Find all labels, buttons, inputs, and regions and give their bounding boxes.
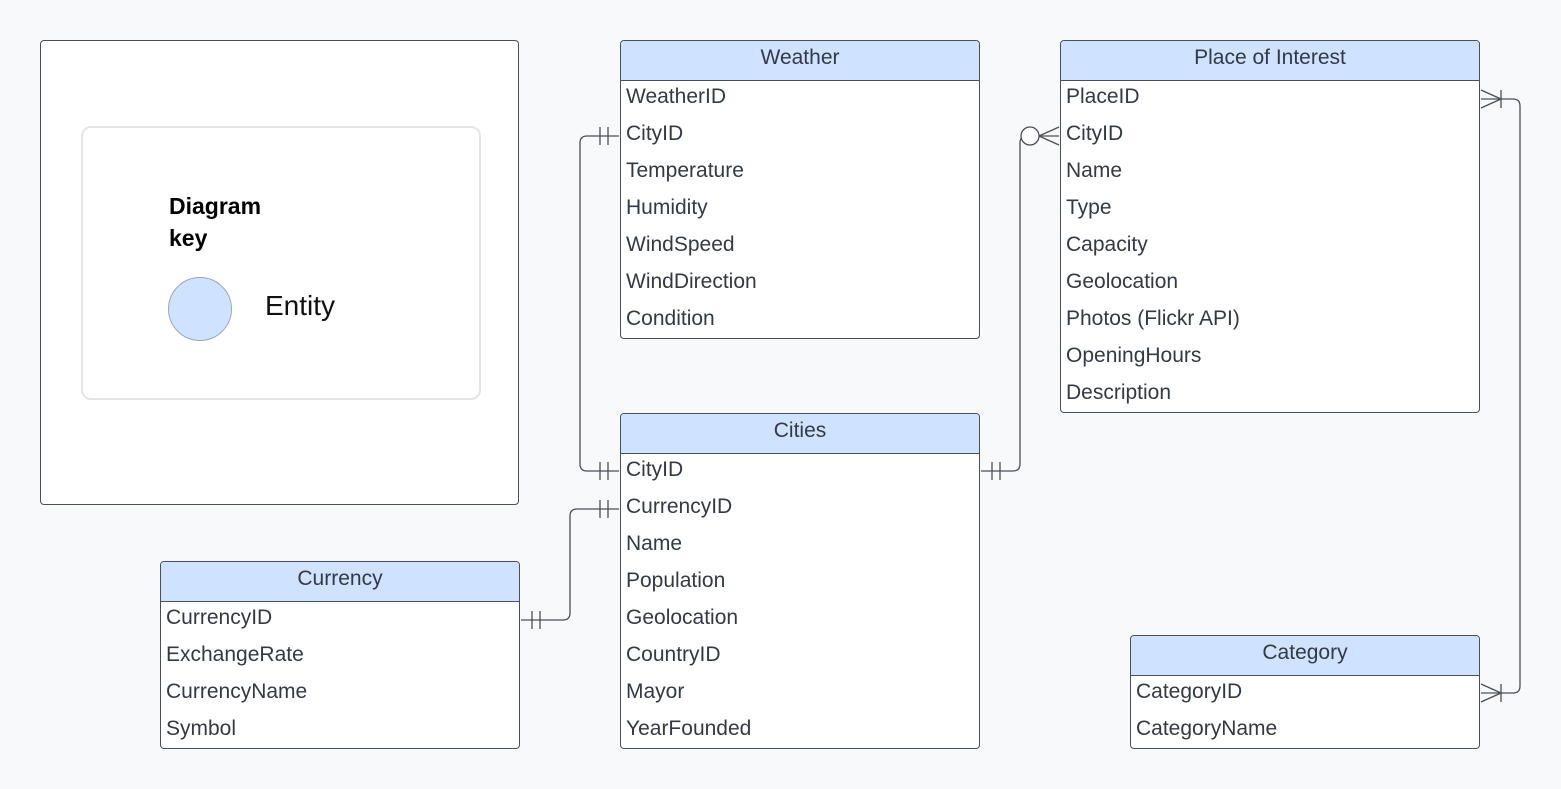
relationship-weather-cities[interactable] — [579, 127, 619, 480]
relationship-place-of-interest-category[interactable] — [1480, 89, 1521, 703]
attribute-row: WeatherID — [626, 85, 726, 108]
attribute-row: CategoryName — [1136, 717, 1278, 740]
attribute-row: CurrencyID — [626, 495, 733, 518]
diagram-key-title: Diagram key — [169, 193, 262, 251]
diagram-key-box: Diagram key Entity — [81, 126, 481, 400]
entity-header: Cities — [621, 414, 979, 454]
entity-header: Currency — [161, 562, 519, 602]
entity-currency[interactable]: Currency CurrencyID ExchangeRate Currenc… — [160, 561, 520, 749]
attribute-row: YearFounded — [626, 717, 752, 740]
attribute-row: OpeningHours — [1066, 344, 1202, 367]
attribute-row: CurrencyID — [166, 606, 273, 629]
entity-cities[interactable]: Cities CityID CurrencyID Name Population… — [620, 413, 980, 749]
entity-place-of-interest[interactable]: Place of Interest PlaceID CityID Name Ty… — [1060, 40, 1480, 413]
attribute-row: WindDirection — [626, 270, 757, 293]
attribute-row: Name — [626, 532, 683, 555]
attribute-row: Mayor — [626, 680, 685, 703]
attribute-row: Condition — [626, 307, 715, 330]
attribute-row: Population — [626, 569, 726, 592]
attribute-row: Name — [1066, 159, 1123, 182]
relationship-cities-place-of-interest[interactable] — [981, 126, 1060, 480]
entity-header: Category — [1131, 636, 1479, 676]
attribute-row: CurrencyName — [166, 680, 308, 703]
entity-header: Place of Interest — [1061, 41, 1479, 81]
attribute-row: PlaceID — [1066, 85, 1140, 108]
attribute-row: CountryID — [626, 643, 721, 666]
attribute-row: Geolocation — [1066, 270, 1179, 293]
attribute-row: Temperature — [626, 159, 744, 182]
attribute-row: Type — [1066, 196, 1112, 219]
diagram-key-panel: Diagram key Entity — [40, 40, 519, 505]
entity-header: Weather — [621, 41, 979, 81]
attribute-row: Description — [1066, 381, 1172, 404]
attribute-row: Symbol — [166, 717, 237, 740]
attribute-row: CityID — [626, 122, 684, 145]
attribute-row: ExchangeRate — [166, 643, 304, 666]
attribute-row: Geolocation — [626, 606, 739, 629]
attribute-row: Photos (Flickr API) — [1066, 307, 1240, 330]
diagram-key-entity-label: Entity — [265, 290, 336, 321]
relationship-currency-cities[interactable] — [521, 500, 619, 629]
attribute-row: Humidity — [626, 196, 708, 219]
attribute-row: Capacity — [1066, 233, 1148, 256]
entity-swatch-icon — [168, 277, 232, 341]
attribute-row: CategoryID — [1136, 680, 1243, 703]
attribute-row: WindSpeed — [626, 233, 735, 256]
attribute-row: CityID — [626, 458, 684, 481]
entity-weather[interactable]: Weather WeatherID CityID Temperature Hum… — [620, 40, 980, 339]
entity-category[interactable]: Category CategoryID CategoryName — [1130, 635, 1480, 749]
attribute-row: CityID — [1066, 122, 1124, 145]
